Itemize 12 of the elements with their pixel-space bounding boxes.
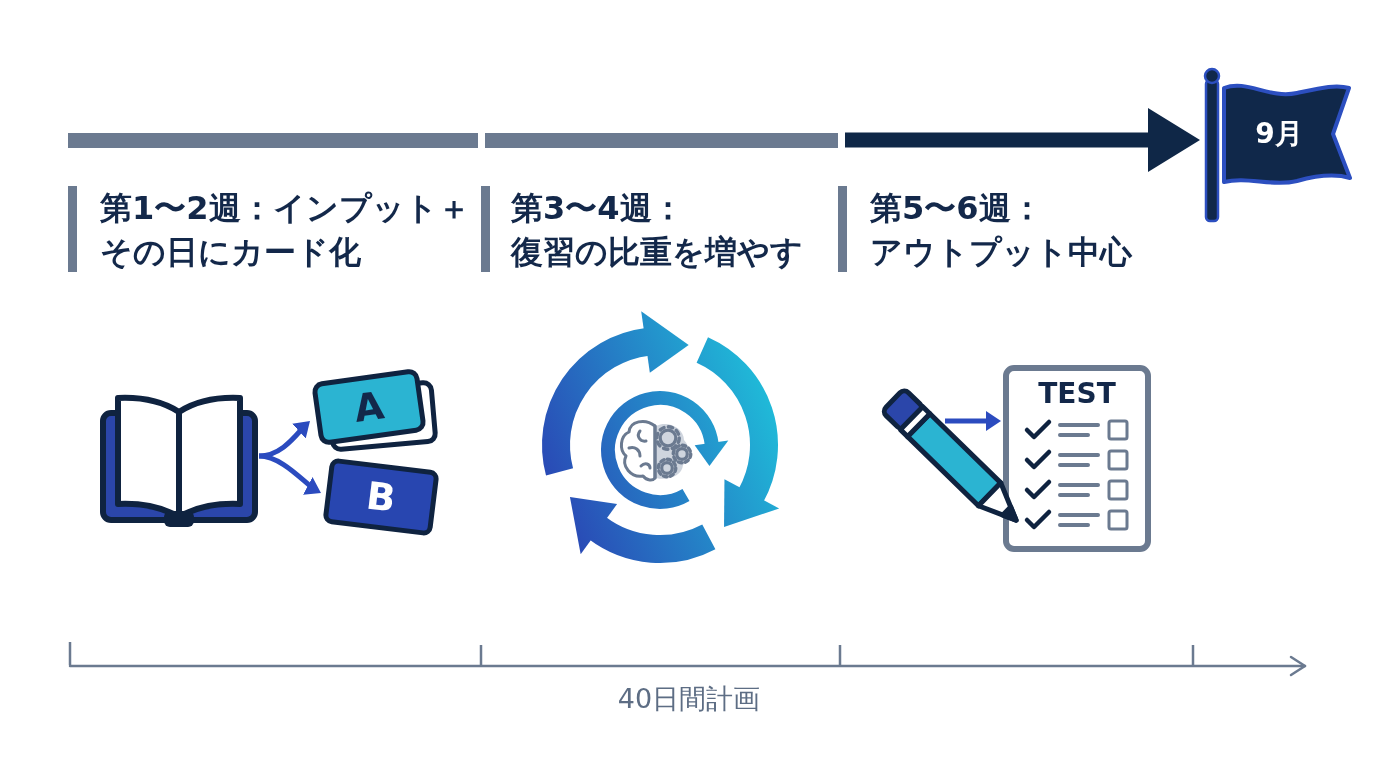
sheet-title: TEST	[1038, 377, 1116, 411]
book-icon	[100, 393, 258, 529]
axis-label: 40日間計画	[617, 682, 761, 716]
arrow	[258, 453, 321, 494]
arrow	[258, 420, 310, 459]
timeline-arrow	[845, 108, 1200, 172]
heading: 第3〜4週：復習の比重を増やす	[511, 188, 804, 273]
heading: 第5〜6週：アウトプット中心	[870, 188, 1133, 273]
test-sheet	[1003, 365, 1151, 552]
arrow	[945, 411, 1001, 431]
flashcard: B	[322, 457, 440, 537]
heading: 第1〜2週：インプット＋その日にカード化	[100, 188, 471, 273]
